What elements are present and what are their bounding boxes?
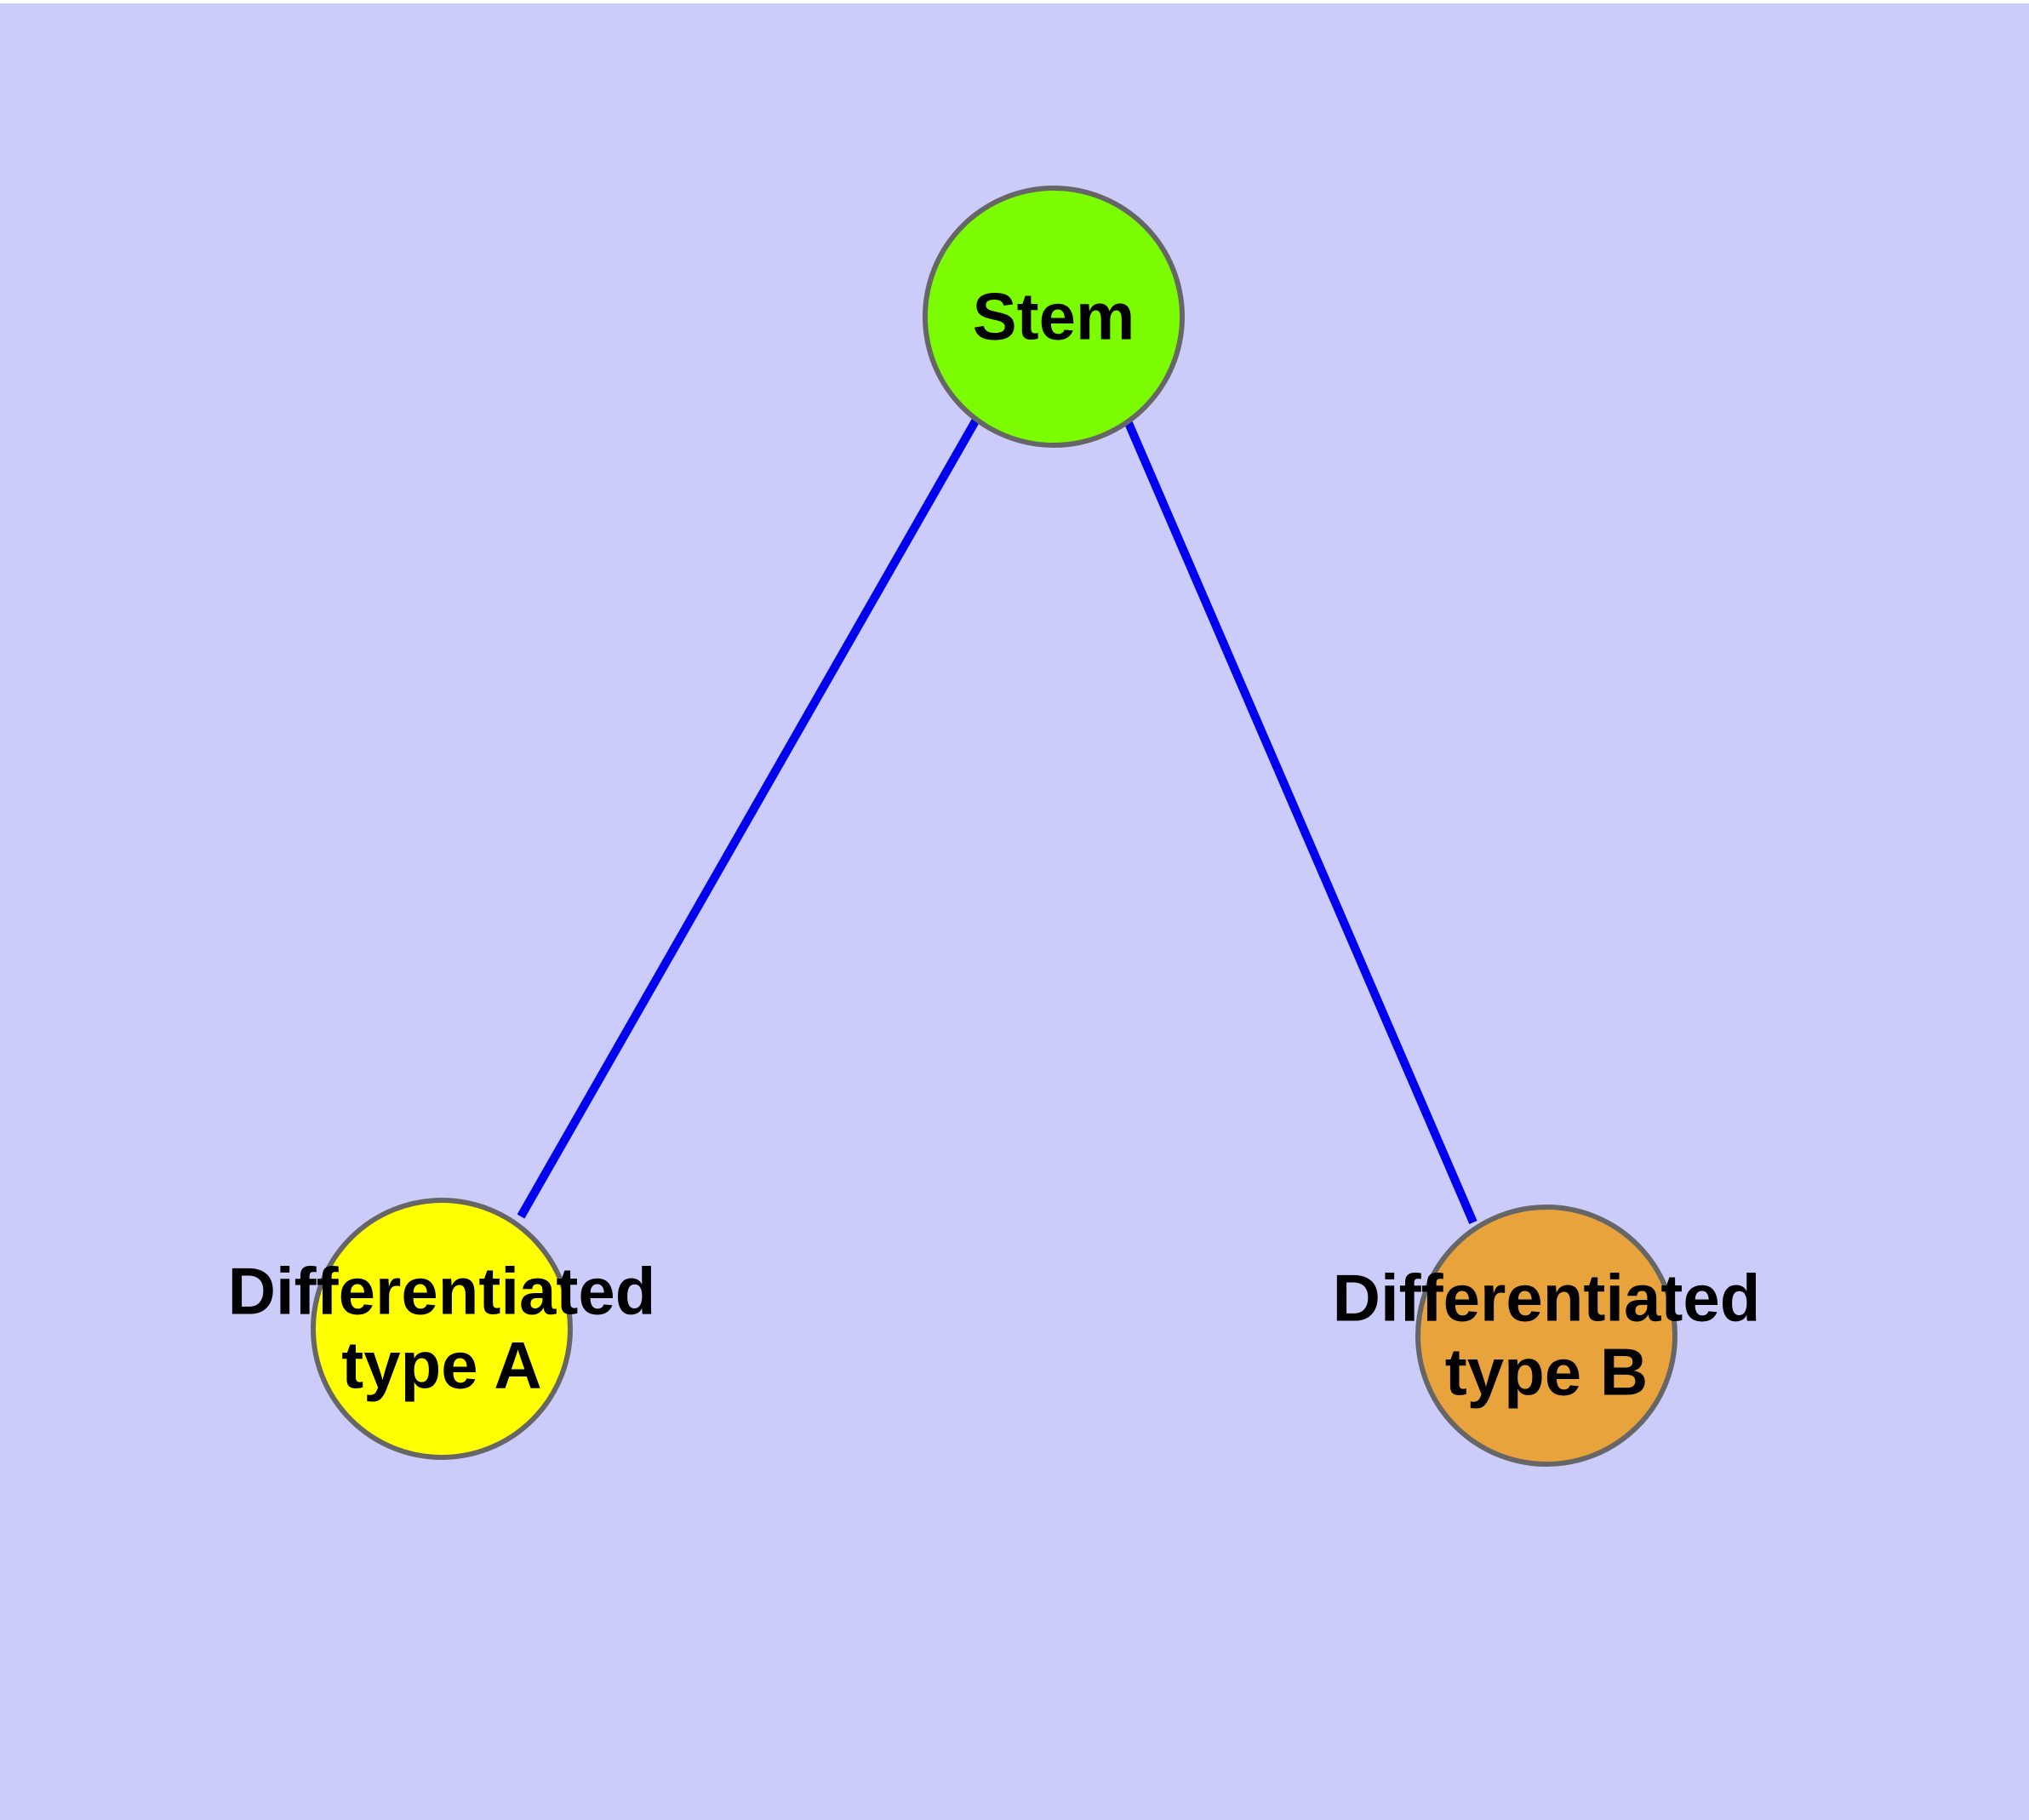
node-differentiated-type-b[interactable]	[1415, 1205, 1677, 1467]
edge-stem-to-differentiated-type-b[interactable]	[1124, 421, 1477, 1224]
edges-layer	[517, 417, 1477, 1224]
nodes-layer	[311, 186, 1677, 1467]
edge-stem-to-differentiated-type-a[interactable]	[517, 417, 980, 1219]
node-differentiated-type-a[interactable]	[311, 1198, 573, 1460]
node-stem[interactable]	[923, 186, 1185, 448]
